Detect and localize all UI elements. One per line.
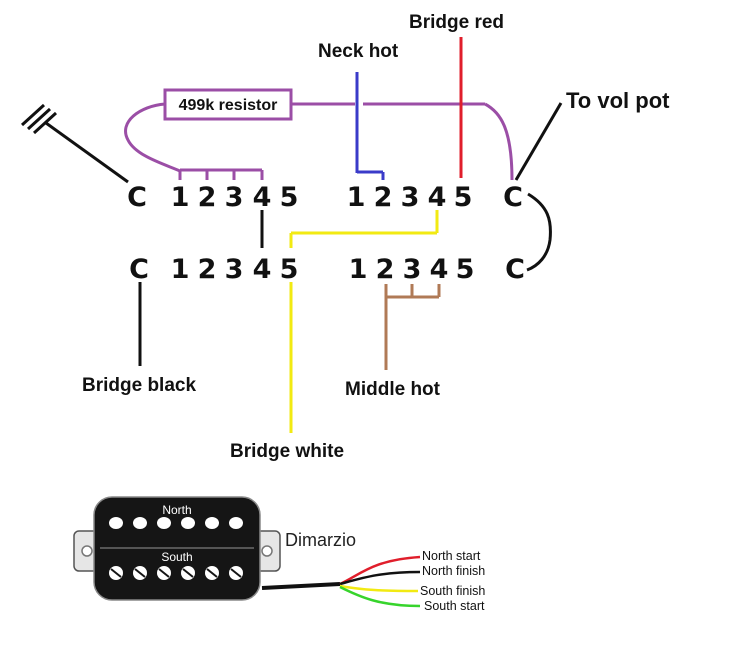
lug-bottom-left-c: C	[129, 254, 149, 285]
north-coil-label: North	[162, 503, 191, 517]
ground-icon	[20, 103, 58, 135]
lug-top-right-3: 3	[401, 182, 420, 213]
lug-bottom-right-1: 1	[349, 254, 368, 285]
middle-hot-wire	[384, 284, 441, 370]
lug-top-left-3: 3	[225, 182, 244, 213]
lug-bottom-right-5: 5	[456, 254, 475, 285]
resistor-label: 499k resistor	[179, 97, 278, 114]
south-start-label: South start	[424, 599, 485, 613]
pickup-brand-label: Dimarzio	[285, 530, 356, 550]
south-coil-label: South	[161, 550, 192, 564]
lug-top-left-1: 1	[171, 182, 190, 213]
ground-wire	[45, 121, 129, 184]
c-jumper-wire	[526, 192, 552, 272]
bridge-white-wire	[289, 210, 439, 433]
lug-bottom-left-1: 1	[171, 254, 190, 285]
lug-top-left-c: C	[127, 182, 147, 213]
to-vol-pot-label: To vol pot	[566, 88, 670, 113]
vol-pot-wire	[514, 102, 563, 181]
south-pole-screws	[109, 566, 243, 580]
lug-top-left-4: 4	[253, 182, 272, 213]
switch-bottom-row: C 1 2 3 4 5 1 2 3 4 5 C	[129, 254, 525, 285]
neck-hot-wire	[355, 72, 385, 180]
middle-hot-label: Middle hot	[345, 379, 441, 400]
lug-top-left-5: 5	[280, 182, 299, 213]
lug-top-right-5: 5	[454, 182, 473, 213]
pickup-leads	[261, 555, 421, 608]
switch-top-row: C 1 2 3 4 5 1 2 3 4 5 C	[127, 182, 523, 213]
lug-top-right-c: C	[503, 182, 523, 213]
bridge-red-label: Bridge red	[409, 12, 504, 33]
lug-top-right-2: 2	[374, 182, 393, 213]
lug-bottom-left-3: 3	[225, 254, 244, 285]
north-pole-pieces	[109, 517, 243, 529]
bridge-white-label: Bridge white	[230, 441, 344, 462]
lug-bottom-left-4: 4	[253, 254, 272, 285]
lug-bottom-right-c: C	[505, 254, 525, 285]
neck-hot-label: Neck hot	[318, 41, 399, 62]
lug-bottom-right-4: 4	[430, 254, 449, 285]
north-finish-label: North finish	[422, 564, 485, 578]
south-finish-label: South finish	[420, 584, 485, 598]
north-start-label: North start	[422, 549, 481, 563]
bridge-black-label: Bridge black	[82, 375, 196, 396]
lug-bottom-left-5: 5	[280, 254, 299, 285]
lug-bottom-right-2: 2	[376, 254, 395, 285]
lug-bottom-right-3: 3	[403, 254, 422, 285]
resistor-wire	[124, 102, 514, 181]
humbucker-pickup: North South	[73, 496, 281, 601]
resistor-box	[163, 88, 293, 121]
lug-top-left-2: 2	[198, 182, 217, 213]
lug-top-right-1: 1	[347, 182, 366, 213]
lug-bottom-left-2: 2	[198, 254, 217, 285]
lug-top-right-4: 4	[428, 182, 447, 213]
